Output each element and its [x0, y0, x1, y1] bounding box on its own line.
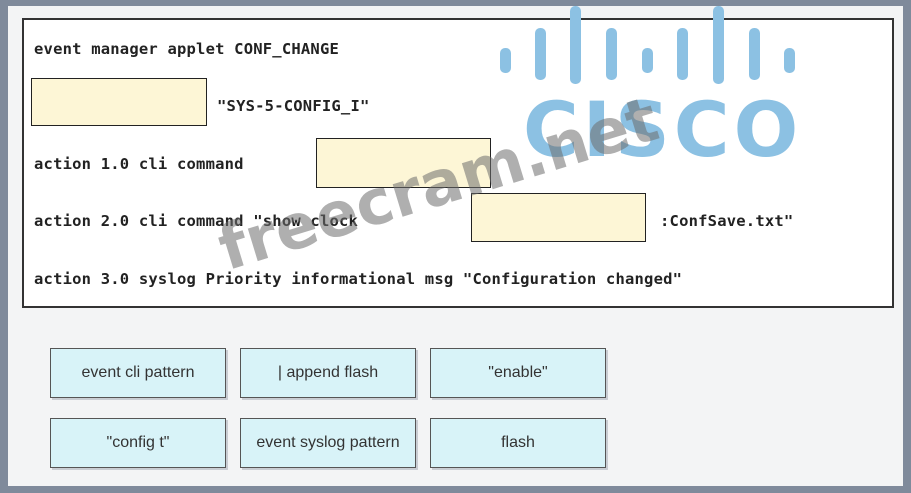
code-line-5: action 3.0 syslog Priority informational… — [34, 270, 683, 288]
code-line-4-text: action 2.0 cli command "show clock — [34, 212, 359, 230]
code-line-4-suffix: :ConfSave.txt" — [660, 212, 794, 230]
cisco-logo-text: CISCO — [523, 85, 803, 174]
drop-slot-2[interactable] — [316, 138, 491, 188]
drop-slot-1[interactable] — [31, 78, 207, 126]
code-line-2-text: "SYS-5-CONFIG_I" — [217, 97, 370, 115]
tile-event-syslog-pattern[interactable]: event syslog pattern — [240, 418, 416, 468]
tile-event-cli-pattern[interactable]: event cli pattern — [50, 348, 226, 398]
drop-slot-3[interactable] — [471, 193, 646, 242]
tile-enable[interactable]: "enable" — [430, 348, 606, 398]
tile-config-t[interactable]: "config t" — [50, 418, 226, 468]
tile-append-flash[interactable]: | append flash — [240, 348, 416, 398]
tile-flash[interactable]: flash — [430, 418, 606, 468]
code-line-3-text: action 1.0 cli command — [34, 155, 244, 173]
code-line-1: event manager applet CONF_CHANGE — [34, 40, 340, 58]
